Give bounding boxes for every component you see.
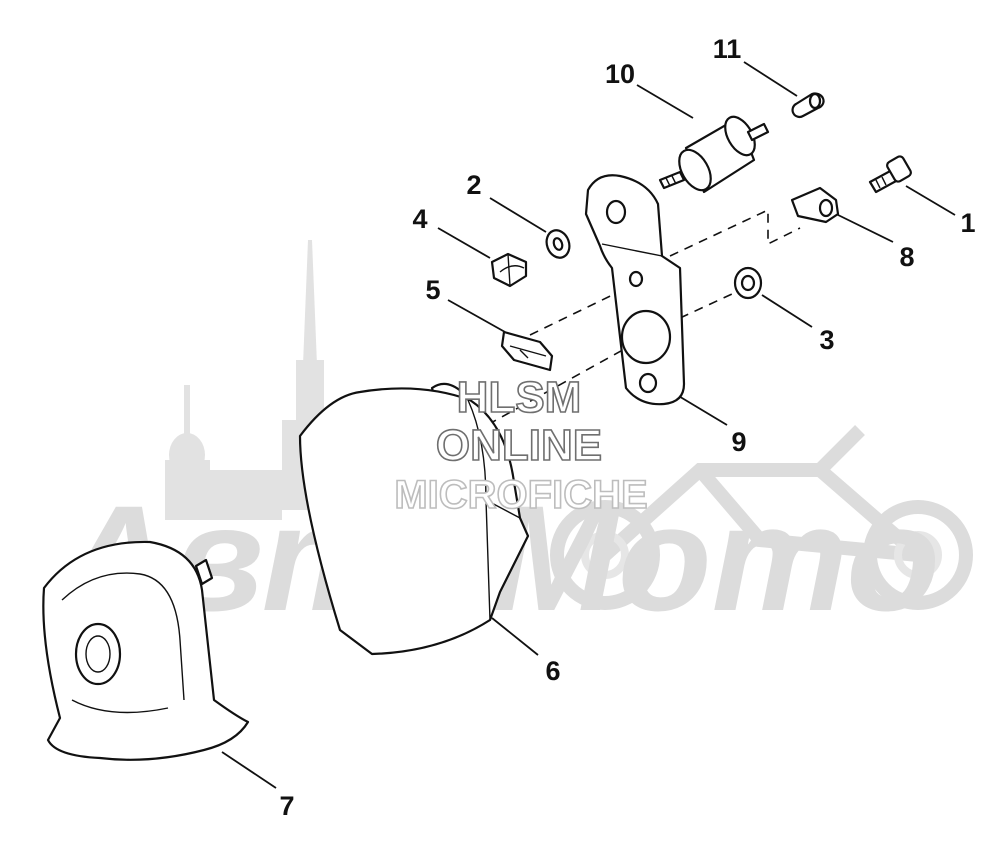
callout-6: 6	[545, 656, 560, 686]
part-4-acorn-nut	[490, 252, 528, 288]
watermark-motorcycle-hubs	[581, 531, 942, 579]
callout-labels: 1 2 3 4 5 6 7 8 9 10 11	[279, 34, 975, 821]
callout-8: 8	[899, 242, 914, 272]
callout-10: 10	[605, 59, 635, 89]
part-8-clip	[790, 186, 840, 224]
watermark-line1: HLSM	[457, 373, 582, 422]
callout-3: 3	[819, 325, 834, 355]
part-3-flange-nut	[733, 266, 763, 300]
callout-2: 2	[466, 170, 481, 200]
callout-4: 4	[412, 204, 427, 234]
callout-5: 5	[425, 275, 440, 305]
part-7-horn	[42, 540, 250, 761]
part-2-washer	[545, 229, 571, 259]
part-10-rubber-mount	[658, 115, 770, 194]
part-11-cap	[791, 92, 825, 119]
leader-lines	[221, 61, 956, 789]
part-5-speed-nut	[500, 330, 554, 372]
callout-9: 9	[731, 427, 746, 457]
callout-11: 11	[713, 34, 742, 64]
part-9-bracket	[584, 174, 686, 406]
watermark-line2: ONLINE	[436, 421, 602, 470]
callout-7: 7	[279, 791, 294, 821]
part-1-screw	[868, 155, 912, 194]
watermark-motorcycle	[550, 425, 973, 610]
part-6-horn-cover	[298, 382, 530, 656]
watermark-line3: MICROFICHE	[394, 473, 647, 517]
callout-1: 1	[960, 208, 975, 238]
